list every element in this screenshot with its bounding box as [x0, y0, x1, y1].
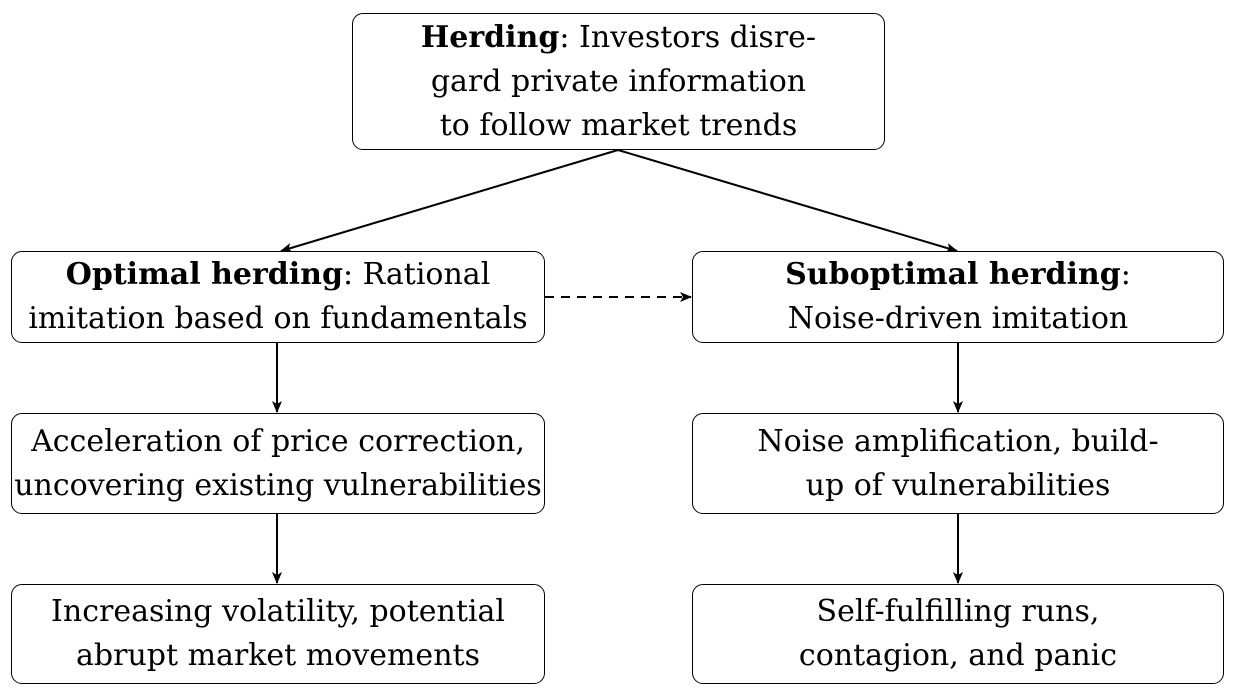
herding-line-1-rest: : Investors disre-	[559, 19, 817, 55]
volatility-line-2: abrupt market movements	[76, 638, 480, 673]
suboptimal-line-1-rest: :	[1120, 257, 1131, 292]
herding-line-2: gard private information	[430, 63, 807, 99]
noise-amplification-node-text: Noise amplification, build- up of vulner…	[757, 420, 1158, 508]
optimal-term: Optimal herding	[65, 257, 343, 292]
edge-herding-to-suboptimal	[617, 149, 958, 253]
herding-term: Herding	[420, 19, 560, 55]
acceleration-node: Acceleration of price correction, uncove…	[11, 413, 545, 514]
herding-line-1: Herding: Investors disre-	[421, 16, 816, 60]
runs-line-1: Self-fulfilling runs,	[816, 594, 1100, 629]
optimal-line-1-rest: : Rational	[342, 257, 491, 292]
noise-line-2: up of vulnerabilities	[805, 467, 1111, 503]
acceleration-node-text: Acceleration of price correction, uncove…	[14, 420, 542, 508]
acceleration-line-1: Acceleration of price correction,	[31, 423, 525, 459]
noise-amplification-node: Noise amplification, build- up of vulner…	[692, 413, 1224, 514]
self-fulfilling-runs-node-text: Self-fulfilling runs, contagion, and pan…	[799, 590, 1117, 678]
optimal-line-1: Optimal herding: Rational	[28, 253, 527, 297]
acceleration-line-2: uncovering existing vulnerabilities	[14, 467, 542, 503]
suboptimal-term: Suboptimal herding	[785, 257, 1121, 292]
edge-herding-to-optimal	[280, 149, 619, 253]
herding-line-3: to follow market trends	[439, 107, 798, 143]
suboptimal-line-2: Noise-driven imitation	[787, 301, 1129, 336]
herding-node-text: Herding: Investors disre- gard private i…	[421, 16, 816, 148]
noise-line-1: Noise amplification, build-	[757, 423, 1159, 459]
volatility-line-1: Increasing volatility, potential	[51, 594, 505, 629]
suboptimal-herding-node: Suboptimal herding: Noise-driven imitati…	[692, 251, 1224, 343]
optimal-line-2: imitation based on fundamentals	[28, 301, 528, 336]
suboptimal-line-1: Suboptimal herding:	[785, 253, 1131, 297]
optimal-herding-node-text: Optimal herding: Rational imitation base…	[28, 253, 527, 341]
herding-node: Herding: Investors disre- gard private i…	[352, 13, 885, 150]
volatility-node: Increasing volatility, potential abrupt …	[11, 584, 545, 684]
self-fulfilling-runs-node: Self-fulfilling runs, contagion, and pan…	[692, 584, 1224, 684]
runs-line-2: contagion, and panic	[798, 638, 1118, 673]
suboptimal-herding-node-text: Suboptimal herding: Noise-driven imitati…	[785, 253, 1131, 341]
optimal-herding-node: Optimal herding: Rational imitation base…	[11, 251, 545, 343]
volatility-node-text: Increasing volatility, potential abrupt …	[51, 590, 505, 678]
